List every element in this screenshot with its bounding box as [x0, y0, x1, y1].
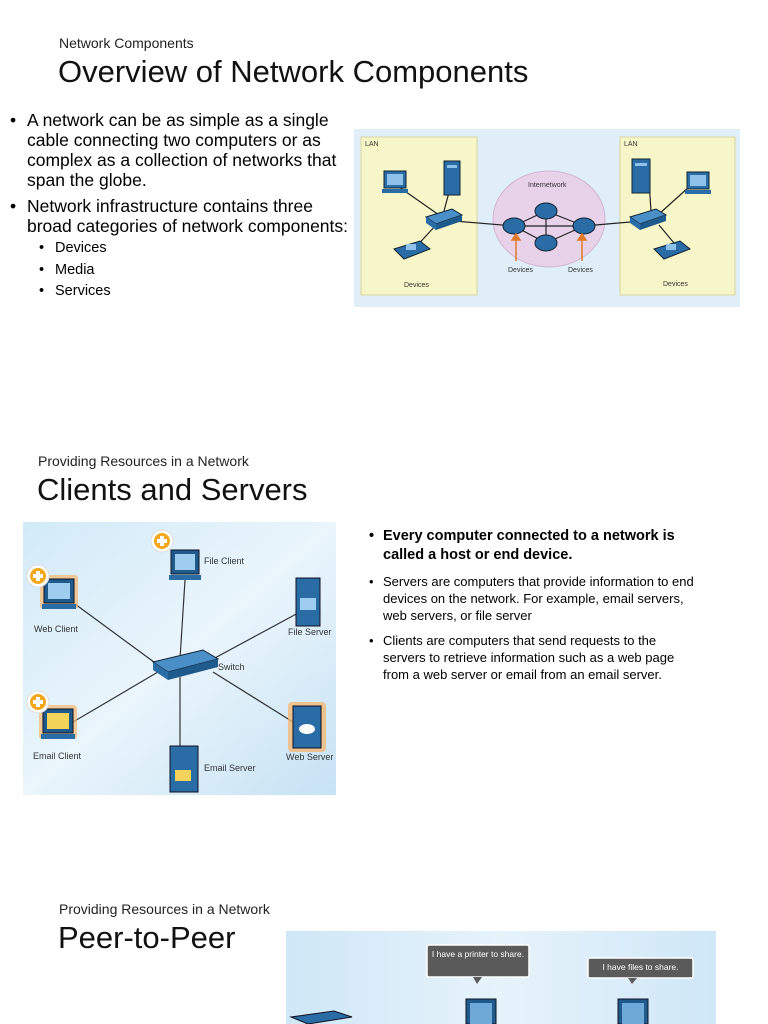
slide3-subtitle: Providing Resources in a Network [59, 901, 270, 917]
email-client-pc-icon [39, 705, 77, 739]
slide1-title: Overview of Network Components [58, 54, 529, 89]
ip-phone-icon [393, 240, 431, 260]
sub-bullet-devices: Devices [39, 238, 355, 260]
speech-bubble-right: I have files to share. [587, 957, 694, 984]
slide1-subtitle: Network Components [59, 35, 194, 51]
slide2-bullet-2: Servers are computers that provide infor… [367, 573, 702, 624]
file-server-icon [295, 577, 321, 627]
peer-to-peer-diagram: I have a printer to share. I have files … [286, 931, 716, 1024]
devices-label-mid1: Devices [508, 267, 533, 274]
slide3-title: Peer-to-Peer [58, 920, 236, 955]
pc-icon [465, 998, 497, 1024]
arrow-icon [510, 232, 588, 261]
internetwork-label: Internetwork [528, 182, 567, 189]
lan-right-label: LAN [624, 141, 638, 148]
slide2-bullet-1: Every computer connected to a network is… [367, 527, 702, 565]
web-client-pc-icon [40, 575, 78, 609]
server-icon [631, 158, 651, 194]
slide1-bullet-1: A network can be as simple as a single c… [10, 110, 355, 190]
switch-icon [151, 649, 220, 680]
printer-icon [289, 1010, 353, 1024]
pc-icon [617, 998, 649, 1024]
switch-icon [424, 208, 464, 230]
file-client-label: File Client [204, 556, 245, 566]
email-server-label: Email Server [204, 763, 256, 773]
clients-servers-diagram: File Client Web Client File Server Switc… [23, 522, 336, 795]
web-client-label: Web Client [34, 624, 78, 634]
slide2-subtitle: Providing Resources in a Network [38, 453, 249, 469]
slide2-bullet-3: Clients are computers that send requests… [367, 632, 702, 683]
devices-label-mid2: Devices [568, 267, 593, 274]
lan-left-label: LAN [365, 141, 379, 148]
server-icon [443, 160, 461, 196]
sub-bullet-media: Media [39, 260, 355, 282]
file-server-label: File Server [288, 627, 332, 637]
slide1-bullet-2: Network infrastructure contains three br… [10, 196, 355, 303]
devices-label-right: Devices [663, 281, 688, 288]
slide2-bullet-list: Every computer connected to a network is… [367, 527, 702, 691]
network-components-diagram: LAN LAN Internetwork Devices Devices Dev… [354, 129, 740, 307]
email-server-icon [169, 745, 199, 793]
router-icon [502, 202, 596, 252]
bubble-right-text: I have files to share. [602, 962, 679, 972]
slide2-title: Clients and Servers [37, 472, 308, 507]
devices-label-left: Devices [404, 282, 429, 289]
file-client-pc-icon [169, 549, 201, 580]
web-server-icon [288, 702, 326, 752]
bubble-left-text: I have a printer to share. [431, 949, 525, 959]
pc-icon [685, 171, 711, 194]
switch-icon [628, 208, 668, 230]
web-server-label: Web Server [286, 752, 333, 762]
sub-bullet-services: Services [39, 281, 355, 303]
pc-icon [382, 170, 408, 193]
switch-label: Switch [218, 662, 245, 672]
speech-bubble-left: I have a printer to share. [426, 944, 530, 984]
plus-badge-icon [26, 564, 50, 588]
plus-badge-icon [26, 690, 50, 714]
email-client-label: Email Client [33, 751, 82, 761]
slide1-bullet-2-text: Network infrastructure contains three br… [27, 196, 349, 236]
ip-phone-icon [653, 240, 691, 260]
plus-badge-icon [150, 529, 174, 553]
slide1-bullet-list: A network can be as simple as a single c… [10, 110, 355, 309]
